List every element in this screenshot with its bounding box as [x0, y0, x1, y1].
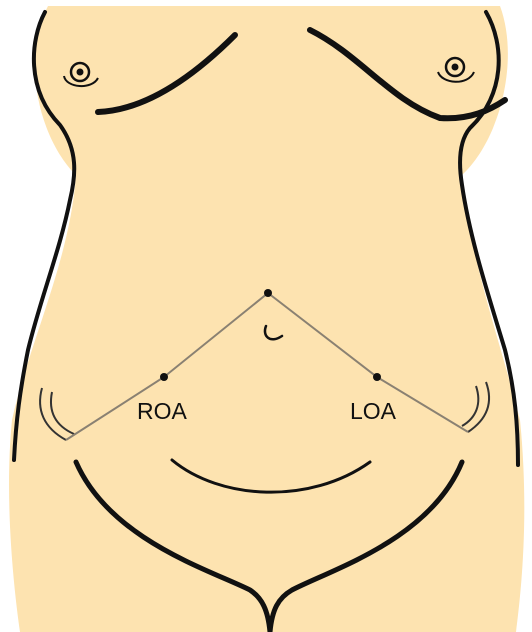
loa-point: [373, 373, 381, 381]
loa-label: LOA: [350, 398, 397, 424]
top-point: [264, 289, 272, 297]
roa-label: ROA: [137, 398, 188, 424]
roa-point: [160, 373, 168, 381]
torso-shape: [9, 6, 524, 632]
